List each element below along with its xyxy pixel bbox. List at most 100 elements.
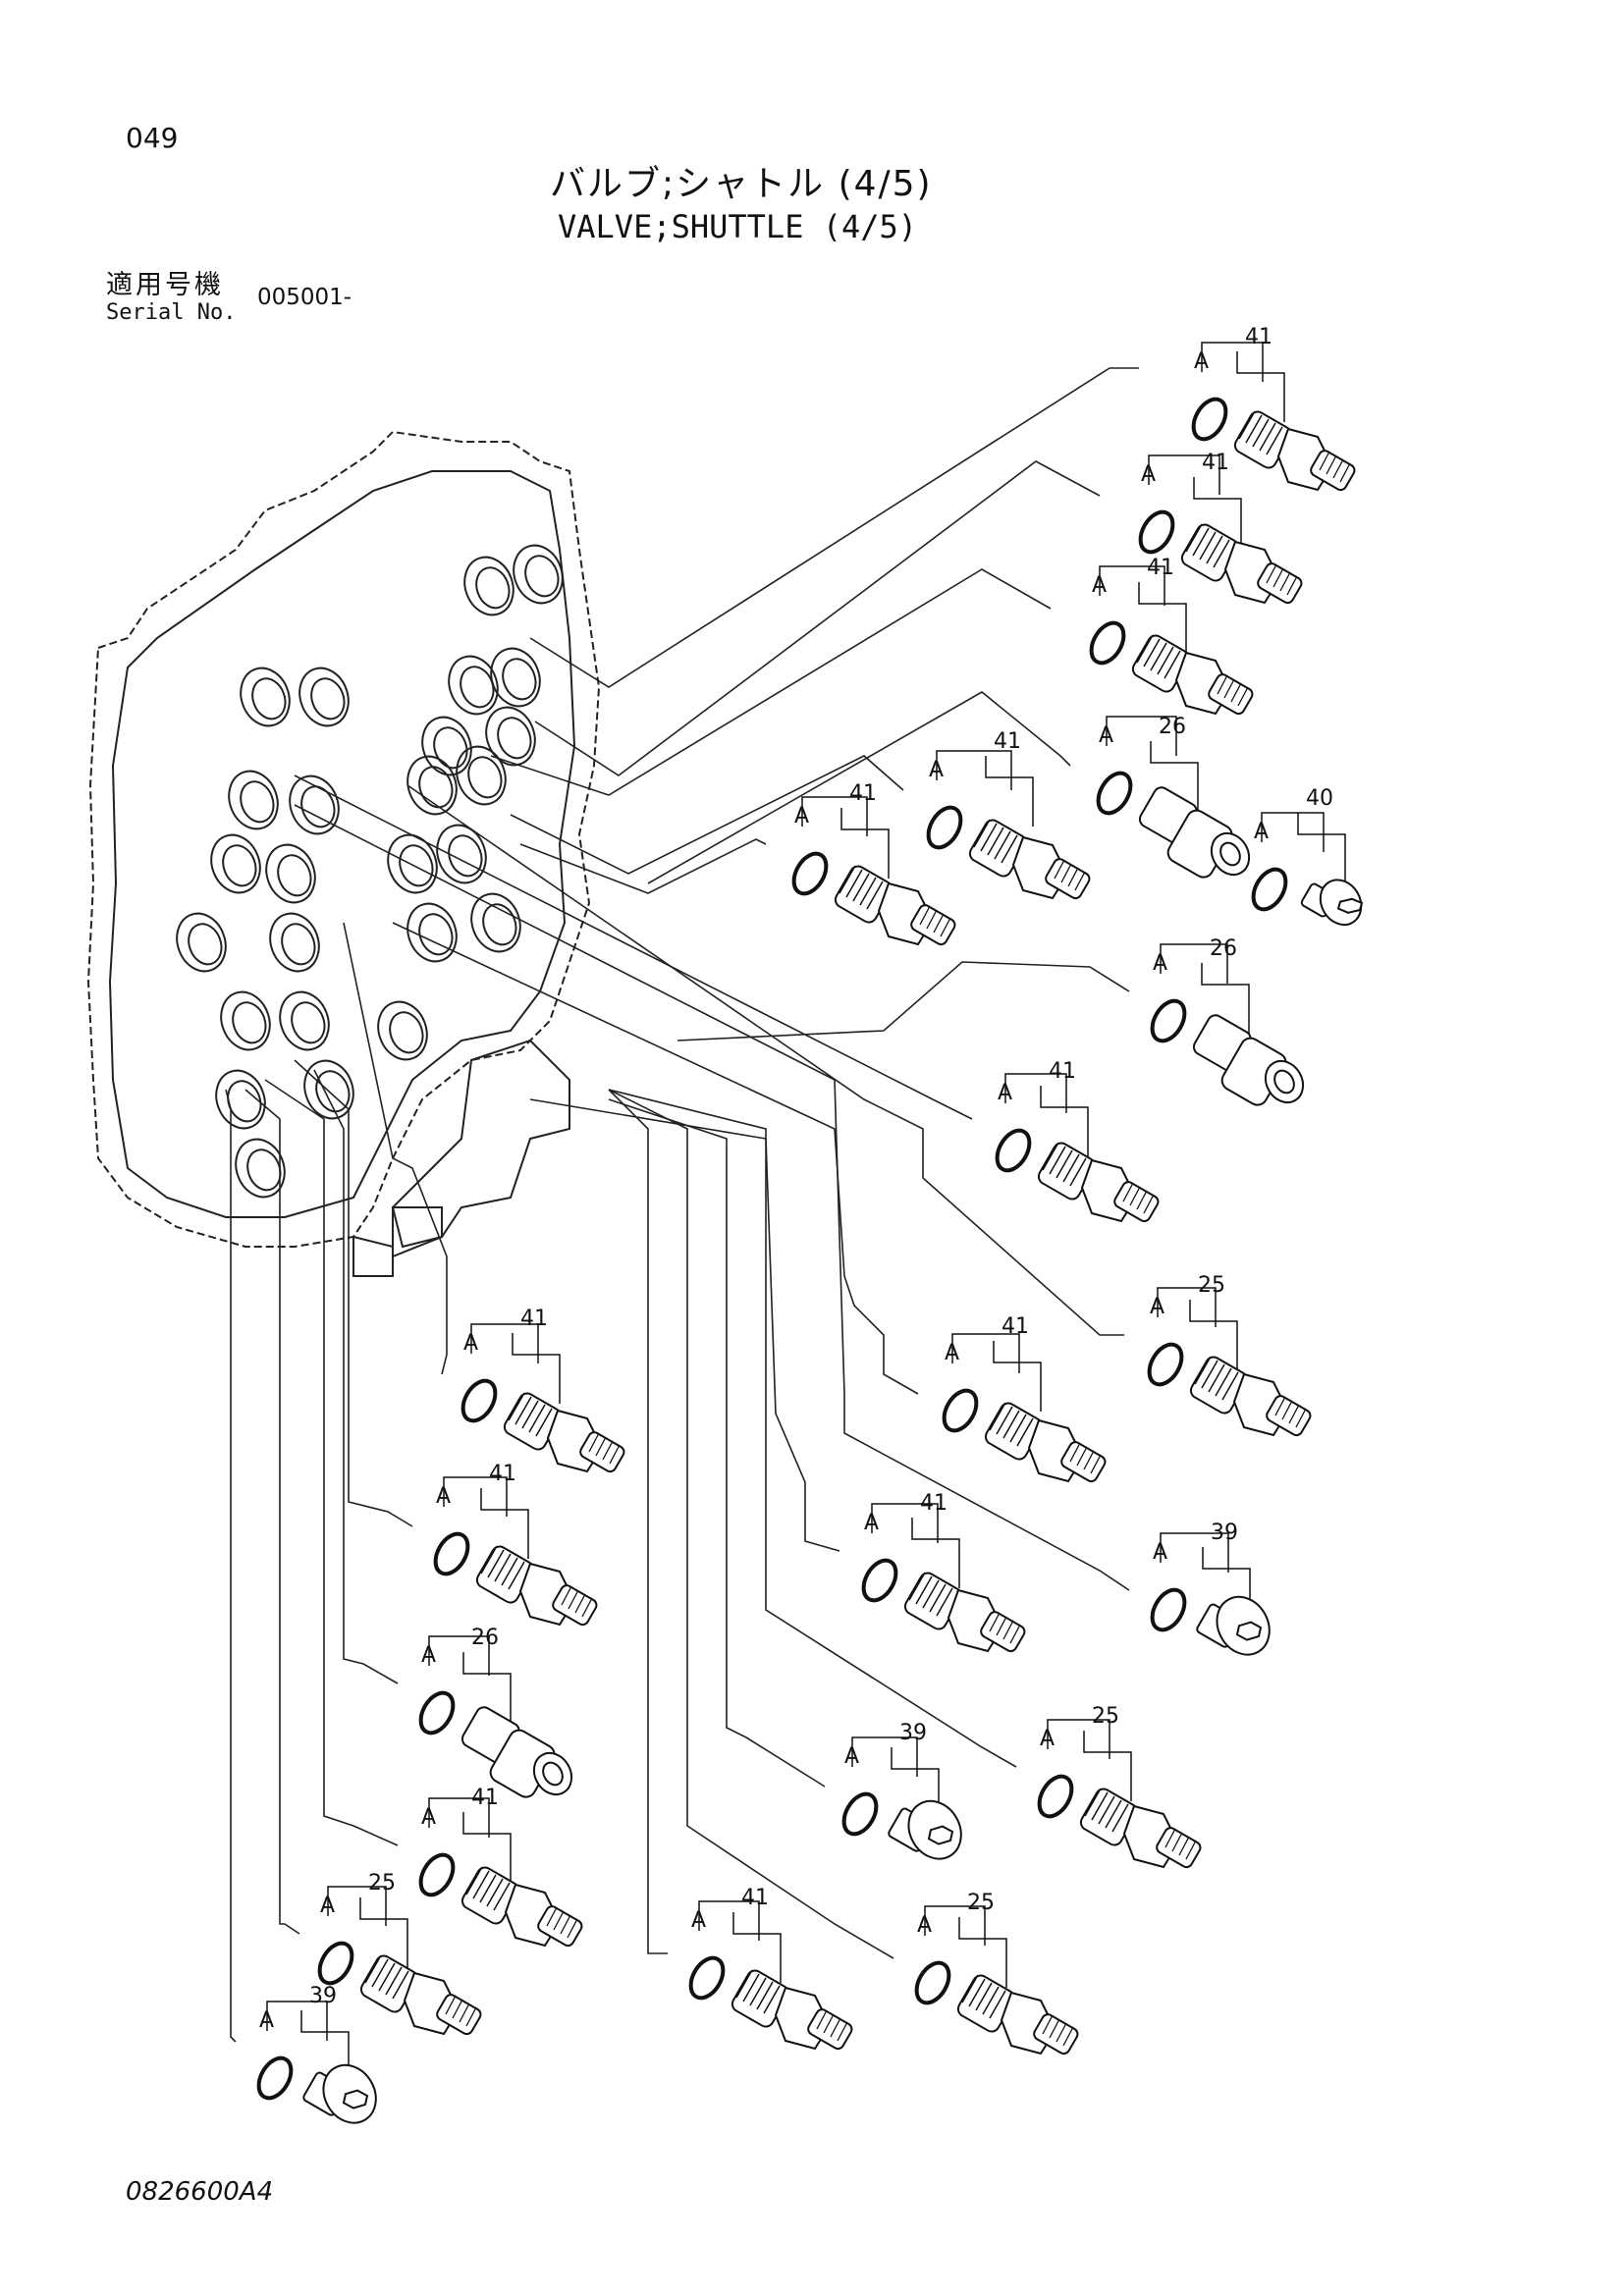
o-ring-icon [1037, 1774, 1074, 1819]
sub-part-label: A [1194, 349, 1209, 374]
valve-port [470, 892, 521, 953]
o-ring-icon [1138, 509, 1175, 555]
serial-label-japanese: 適用号機 [106, 270, 224, 300]
sub-part-label: A [691, 1908, 706, 1933]
plug-icon [1196, 1595, 1271, 1656]
fitting-icon [475, 1545, 598, 1627]
valve-port [377, 1000, 428, 1061]
o-ring-icon [926, 805, 963, 850]
part-callout-25: 25A [1037, 1704, 1202, 1869]
adapter-icon [1138, 786, 1251, 879]
plug-icon [302, 2063, 377, 2124]
sub-part-label: A [259, 2008, 274, 2033]
page-number: 049 [126, 122, 179, 154]
sub-part-label: A [1153, 951, 1167, 976]
part-number-label: 26 [1210, 936, 1237, 961]
plug-icon [888, 1799, 962, 1860]
o-ring-icon [1150, 998, 1187, 1043]
valve-port [279, 990, 330, 1051]
o-ring-icon [914, 1960, 951, 2005]
sub-part-label: A [320, 1894, 335, 1918]
part-callout-41: 41A [791, 781, 956, 946]
o-ring-icon [1096, 771, 1133, 816]
part-number-label: 41 [1001, 1314, 1029, 1339]
o-ring-icon [861, 1558, 898, 1603]
part-number-label: 39 [1211, 1521, 1238, 1545]
part-number-label: 25 [1198, 1273, 1225, 1298]
part-callout-26: 26A [418, 1626, 573, 1798]
fitting-icon [1180, 523, 1303, 605]
fitting-icon [460, 1866, 583, 1948]
valve-body-drawing [86, 430, 601, 1277]
o-ring-icon [418, 1690, 456, 1735]
part-callout-41: 41A [861, 1491, 1026, 1653]
valve-port [176, 912, 227, 973]
part-number-label: 25 [1092, 1704, 1119, 1729]
part-callout-41: 41A [418, 1786, 583, 1948]
valve-port [228, 770, 279, 830]
valve-port [269, 912, 320, 973]
valve-port [303, 1059, 354, 1120]
part-callout-26: 26A [1150, 936, 1305, 1106]
serial-number-value: 005001- [257, 285, 352, 310]
part-number-label: 41 [849, 781, 877, 806]
part-callout-39: 39A [256, 1984, 377, 2124]
valve-port [490, 647, 541, 708]
sub-part-label: A [929, 758, 944, 782]
part-number-label: 26 [471, 1626, 499, 1650]
fitting-icon [731, 1969, 853, 2051]
sub-part-label: A [864, 1511, 879, 1535]
valve-port [298, 667, 350, 727]
part-number-label: 39 [309, 1984, 337, 2008]
part-number-label: 25 [967, 1891, 995, 1915]
part-callout-25: 25A [914, 1891, 1079, 2056]
part-number-label: 41 [1202, 451, 1229, 475]
sub-part-label: A [844, 1744, 859, 1769]
valve-port [220, 990, 271, 1051]
valve-port [463, 556, 514, 616]
fitting-icon [1079, 1788, 1202, 1869]
part-callout-41: 41A [688, 1886, 853, 2051]
valve-port [387, 833, 438, 894]
part-callout-41: 41 A [1191, 325, 1356, 492]
part-callout-41: 41A [942, 1314, 1107, 1483]
o-ring-icon [1150, 1587, 1187, 1632]
sub-part-label: A [463, 1331, 478, 1356]
adapter-icon [460, 1706, 573, 1798]
fitting-icon [984, 1402, 1107, 1483]
o-ring-icon [791, 851, 829, 896]
fitting-icon [1189, 1356, 1312, 1437]
o-ring-icon [995, 1128, 1032, 1173]
leader-lines [225, 367, 1139, 2043]
fitting-icon [1233, 410, 1356, 492]
part-callout-39: 39A [1150, 1521, 1271, 1656]
valve-port [406, 902, 458, 963]
part-callout-39: 39A [841, 1721, 962, 1860]
sub-part-label: A [1254, 820, 1269, 844]
part-callout-41: 41A [460, 1307, 625, 1473]
o-ring-icon [1089, 620, 1126, 666]
fitting-icon [834, 865, 956, 946]
valve-port [235, 1138, 286, 1199]
sub-part-label: A [917, 1913, 932, 1938]
o-ring-icon [942, 1388, 979, 1433]
sub-part-label: A [945, 1341, 959, 1365]
title-japanese: バルブ;シャトル (4/5) [550, 164, 933, 204]
o-ring-icon [418, 1852, 456, 1897]
title-english: VALVE;SHUTTLE (4/5) [558, 208, 918, 245]
o-ring-icon [433, 1531, 470, 1576]
sub-part-label: A [1099, 723, 1113, 748]
sub-part-label: A [1141, 462, 1156, 487]
fitting-icon [503, 1392, 625, 1473]
sub-part-label: A [794, 804, 809, 828]
o-ring-icon [317, 1941, 354, 1986]
o-ring-icon [1251, 867, 1288, 912]
o-ring-icon [1191, 397, 1228, 442]
fitting-icon [956, 1974, 1079, 2056]
part-callout-41: 41A [1089, 556, 1254, 716]
valve-port [406, 755, 458, 816]
part-number-label: 41 [1049, 1059, 1076, 1084]
